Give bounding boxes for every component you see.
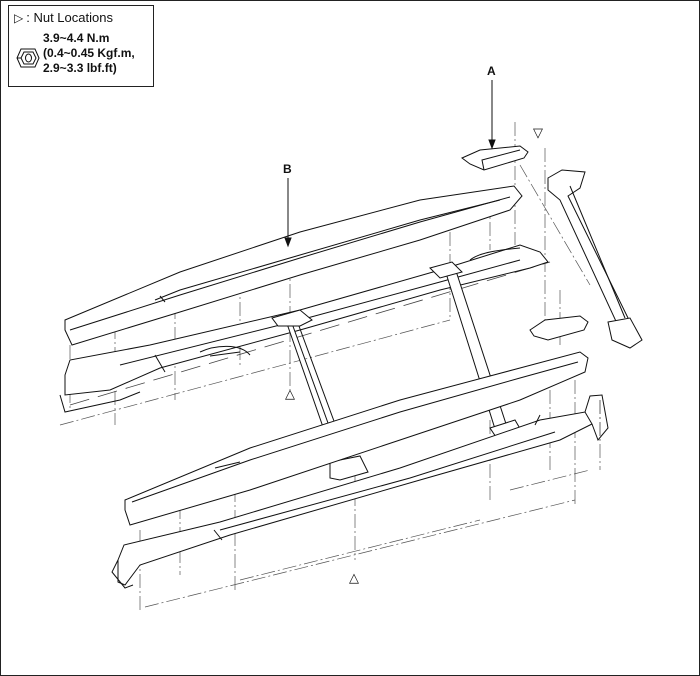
end-cover-lower — [529, 315, 589, 341]
nut-icon — [16, 48, 40, 68]
nut-location-marker-top: ▽ — [533, 125, 543, 140]
legend-title: ▷: Nut Locations — [14, 10, 113, 25]
torque-line-lbf: 2.9~3.3 lbf.ft) — [43, 61, 117, 75]
crossbar-separate — [547, 169, 643, 349]
roof-rail-b — [64, 185, 523, 346]
lower-rail-base — [111, 394, 609, 589]
nut-location-marker-middle: △ — [285, 386, 295, 401]
triangle-marker-icon: ▷ — [14, 11, 24, 25]
torque-spec: 3.9~4.4 N.m (0.4~0.45 Kgf.m, 2.9~3.3 lbf… — [43, 31, 135, 76]
callout-arrow-a — [488, 80, 496, 150]
callout-label-a: A — [487, 64, 496, 78]
torque-line-kgf: (0.4~0.45 Kgf.m, — [43, 46, 135, 60]
torque-line-nm: 3.9~4.4 N.m — [43, 31, 110, 45]
legend-title-text: : Nut Locations — [26, 10, 113, 25]
end-cover-a — [461, 145, 529, 171]
nut-locations-legend: ▷: Nut Locations 3.9~4.4 N.m (0.4~0.45 K… — [8, 5, 154, 87]
roof-rail-lower — [124, 351, 589, 526]
nut-location-marker-bottom: △ — [349, 570, 359, 585]
callout-arrow-b — [284, 178, 292, 248]
callout-label-b: B — [283, 162, 292, 176]
